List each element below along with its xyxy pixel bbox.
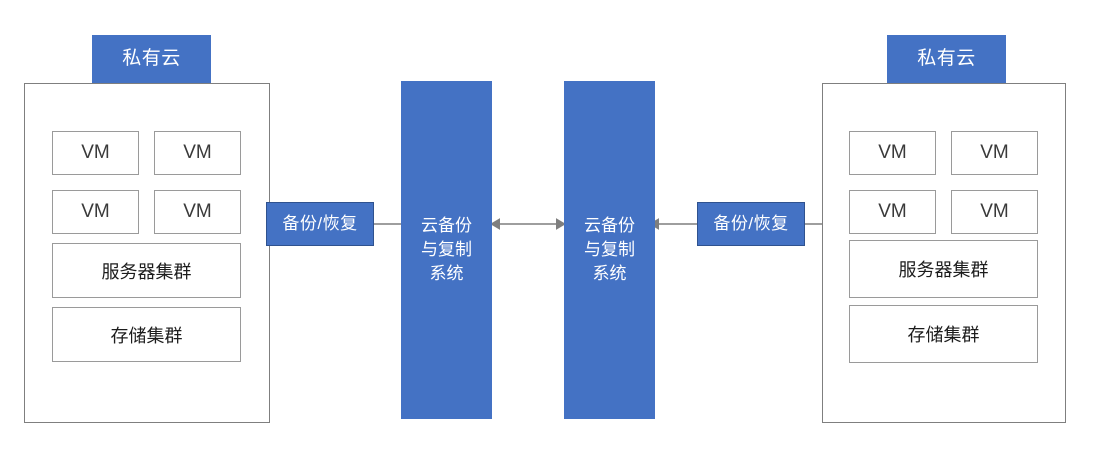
system-right-line-2: 与复制 (584, 239, 635, 259)
cloud-backup-replication-system-right: 云备份 与复制 系统 (564, 81, 655, 419)
system-left-line-3: 系统 (429, 264, 464, 284)
system-left-line-2: 与复制 (421, 239, 472, 259)
right-vm-2: VM (951, 131, 1038, 175)
right-vm-1: VM (849, 131, 936, 175)
left-backup-restore-label: 备份/恢复 (266, 202, 374, 246)
left-server-cluster: 服务器集群 (52, 243, 241, 298)
right-vm-3: VM (849, 190, 936, 234)
system-right-line-1: 云备份 (584, 215, 635, 235)
left-storage-cluster: 存储集群 (52, 307, 241, 362)
left-vm-4: VM (154, 190, 241, 234)
system-left-line-1: 云备份 (421, 215, 472, 235)
right-backup-restore-label: 备份/恢复 (697, 202, 805, 246)
right-server-cluster: 服务器集群 (849, 240, 1038, 298)
system-right-line-3: 系统 (592, 264, 627, 284)
left-private-cloud-label: 私有云 (92, 35, 211, 83)
left-vm-1: VM (52, 131, 139, 175)
left-vm-2: VM (154, 131, 241, 175)
cloud-backup-replication-system-left: 云备份 与复制 系统 (401, 81, 492, 419)
right-storage-cluster: 存储集群 (849, 305, 1038, 363)
right-vm-4: VM (951, 190, 1038, 234)
left-vm-3: VM (52, 190, 139, 234)
right-private-cloud-label: 私有云 (887, 35, 1006, 83)
